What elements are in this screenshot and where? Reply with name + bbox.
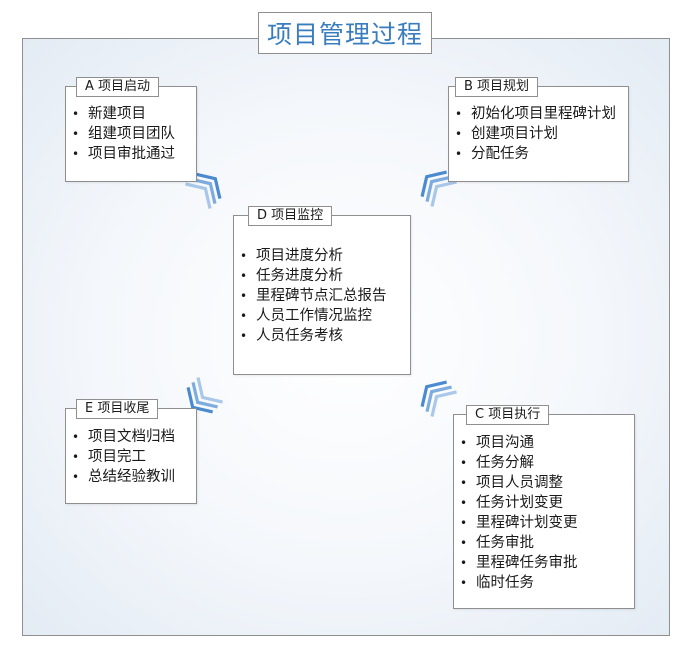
phase-box-e: E 项目收尾 项目文档归档 项目完工 总结经验教训	[65, 399, 197, 504]
list-item: 人员任务考核	[234, 326, 410, 346]
phase-label-c: C 项目执行	[466, 405, 550, 425]
arrow-a-to-d-icon	[185, 172, 222, 209]
phase-label-b: B 项目规划	[455, 77, 539, 97]
chevron-arrow-icon	[185, 172, 222, 209]
list-item: 项目进度分析	[234, 246, 410, 266]
phase-list-b: 初始化项目里程碑计划 创建项目计划 分配任务	[449, 104, 628, 164]
list-item: 项目文档归档	[66, 427, 196, 447]
phase-label-e: E 项目收尾	[76, 399, 159, 419]
list-item: 项目沟通	[454, 433, 634, 453]
phase-box-a: A 项目启动 新建项目 组建项目团队 项目审批通过	[65, 77, 197, 182]
phase-box-b: B 项目规划 初始化项目里程碑计划 创建项目计划 分配任务	[448, 77, 629, 182]
list-item: 项目人员调整	[454, 473, 634, 493]
list-item: 临时任务	[454, 573, 634, 593]
arrow-d-to-e-icon	[186, 377, 223, 414]
phase-list-d: 项目进度分析 任务进度分析 里程碑节点汇总报告 人员工作情况监控 人员任务考核	[234, 246, 410, 346]
list-item: 人员工作情况监控	[234, 306, 410, 326]
chevron-arrow-icon	[420, 170, 457, 207]
list-item: 里程碑计划变更	[454, 513, 634, 533]
phase-list-c: 项目沟通 任务分解 项目人员调整 任务计划变更 里程碑计划变更 任务审批 里程碑…	[454, 433, 634, 593]
list-item: 里程碑任务审批	[454, 553, 634, 573]
arrow-b-to-d-icon	[420, 170, 457, 207]
phase-list-a: 新建项目 组建项目团队 项目审批通过	[66, 104, 196, 164]
list-item: 任务分解	[454, 453, 634, 473]
title-box: 项目管理过程	[258, 12, 432, 54]
chevron-arrow-icon	[420, 380, 457, 417]
list-item: 分配任务	[449, 144, 628, 164]
list-item: 任务计划变更	[454, 493, 634, 513]
phase-box-c: C 项目执行 项目沟通 任务分解 项目人员调整 任务计划变更 里程碑计划变更 任…	[453, 405, 635, 609]
list-item: 创建项目计划	[449, 124, 628, 144]
list-item: 任务审批	[454, 533, 634, 553]
phase-box-d: D 项目监控 项目进度分析 任务进度分析 里程碑节点汇总报告 人员工作情况监控 …	[233, 206, 411, 375]
list-item: 项目完工	[66, 447, 196, 467]
diagram-title: 项目管理过程	[266, 20, 423, 49]
list-item: 里程碑节点汇总报告	[234, 286, 410, 306]
list-item: 组建项目团队	[66, 124, 196, 144]
phase-list-e: 项目文档归档 项目完工 总结经验教训	[66, 427, 196, 487]
arrow-c-to-d-icon	[420, 380, 457, 417]
chevron-arrow-icon	[186, 377, 223, 414]
list-item: 任务进度分析	[234, 266, 410, 286]
phase-label-d: D 项目监控	[248, 206, 333, 226]
phase-label-a: A 项目启动	[76, 77, 160, 97]
list-item: 项目审批通过	[66, 144, 196, 164]
list-item: 新建项目	[66, 104, 196, 124]
list-item: 总结经验教训	[66, 467, 196, 487]
list-item: 初始化项目里程碑计划	[449, 104, 628, 124]
